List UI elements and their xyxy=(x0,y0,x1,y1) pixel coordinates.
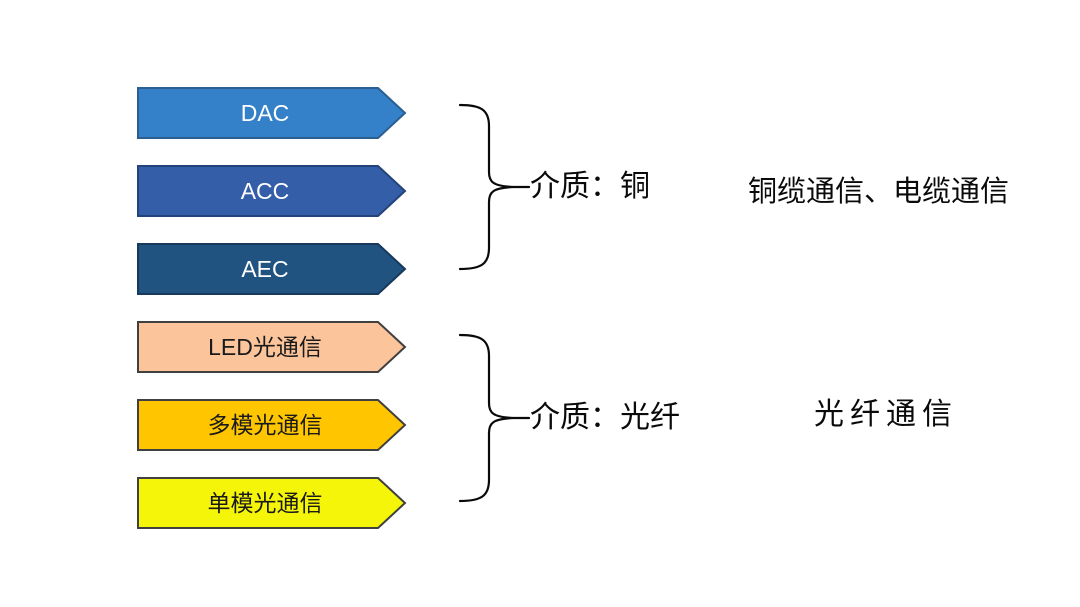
arrow-led-optical-svg: LED光通信 xyxy=(137,321,407,373)
arrow-label: DAC xyxy=(241,100,290,126)
fiber-group-brace-icon xyxy=(455,328,535,515)
arrow-shape xyxy=(137,399,407,451)
arrow-multimode-optical-svg: 多模光通信 xyxy=(137,399,407,451)
arrow-acc-svg: ACC xyxy=(137,165,407,217)
arrow-label: ACC xyxy=(241,178,290,204)
arrow-label: 单模光通信 xyxy=(208,490,323,516)
fiber-category-label: 光纤通信 xyxy=(814,398,958,431)
arrow-shape xyxy=(137,321,407,373)
arrow-aec-svg: AEC xyxy=(137,243,407,295)
arrow-acc: ACC xyxy=(137,165,407,217)
fiber-medium-label: 介质：光纤 xyxy=(530,401,680,434)
copper-group-brace-icon xyxy=(455,98,535,281)
arrow-shape xyxy=(137,87,407,139)
arrow-aec: AEC xyxy=(137,243,407,295)
arrow-dac-svg: DAC xyxy=(137,87,407,139)
arrow-dac: DAC xyxy=(137,87,407,139)
arrow-multimode-optical: 多模光通信 xyxy=(137,399,407,451)
arrow-led-optical: LED光通信 xyxy=(137,321,407,373)
arrow-singlemode-optical-svg: 单模光通信 xyxy=(137,477,407,529)
arrow-shape xyxy=(137,477,407,529)
copper-category-label: 铜缆通信、电缆通信 xyxy=(748,176,1010,208)
arrow-shape xyxy=(137,165,407,217)
arrow-label: AEC xyxy=(241,256,288,282)
arrow-label: LED光通信 xyxy=(208,334,322,360)
arrow-shape xyxy=(137,243,407,295)
arrow-label: 多模光通信 xyxy=(208,412,323,438)
copper-medium-label: 介质：铜 xyxy=(530,170,650,203)
arrow-singlemode-optical: 单模光通信 xyxy=(137,477,407,529)
